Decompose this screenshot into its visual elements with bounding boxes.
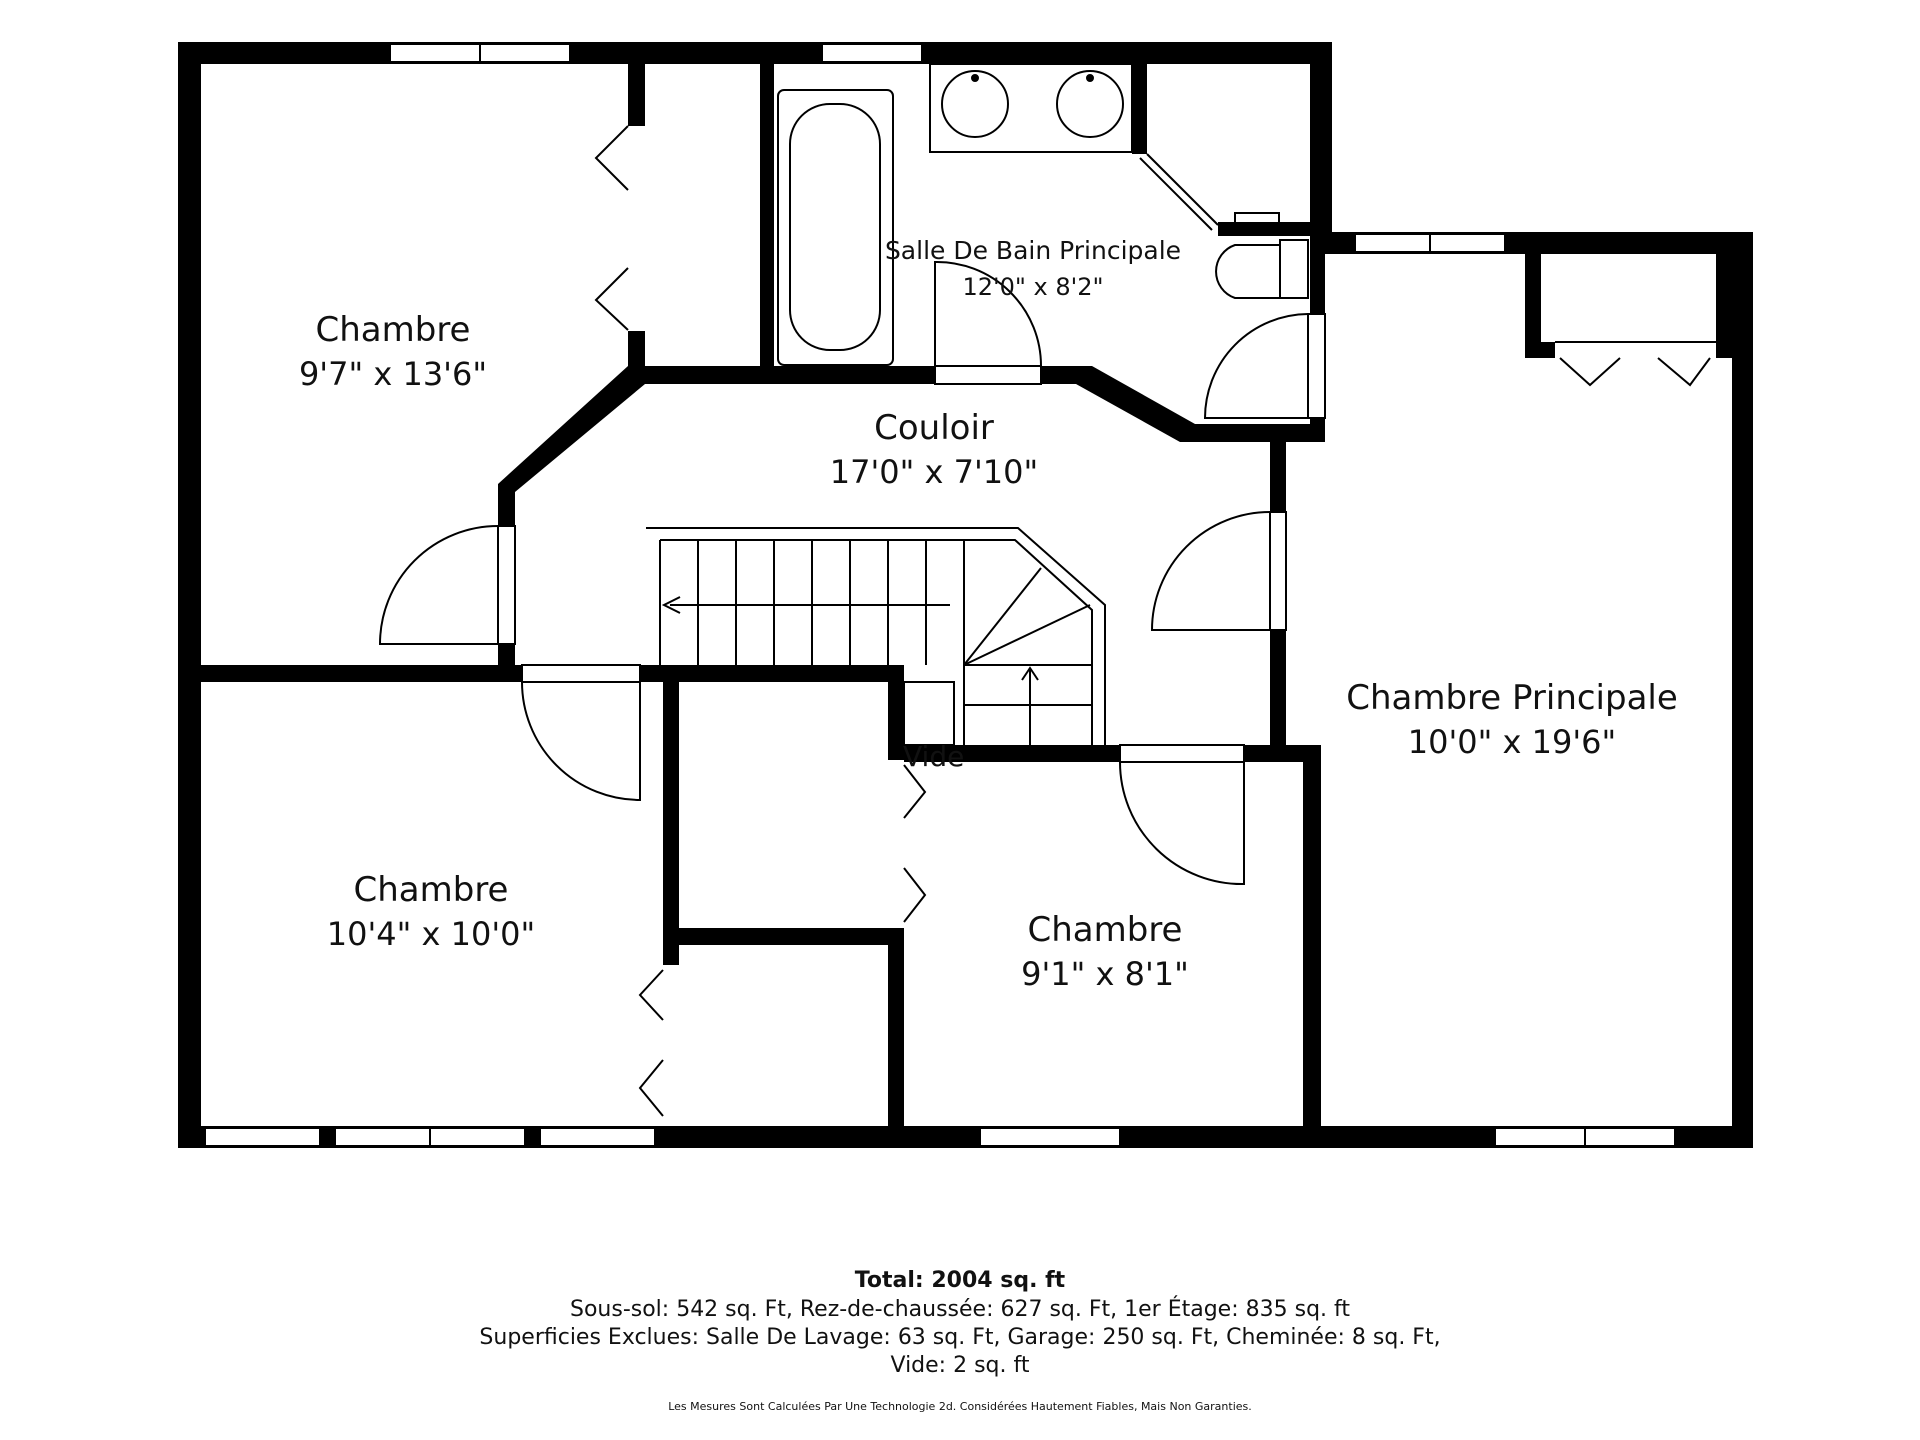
door-toilet (1307, 313, 1326, 419)
room-dims-salle-de-bain: 12'0" x 8'2" (962, 273, 1103, 301)
wall-master-closet-s (1525, 342, 1555, 358)
walls (178, 42, 1753, 1148)
bathtub-icon (777, 89, 894, 366)
footer-vide-area: Vide: 2 sq. ft (890, 1353, 1030, 1378)
wall-s-room-east (1303, 745, 1321, 1126)
sink-right-icon (1056, 70, 1124, 138)
door-bath (934, 365, 1042, 385)
room-dims-chambre-nw: 9'7" x 13'6" (299, 355, 487, 393)
room-dims-chambre-s: 9'1" x 8'1" (1021, 955, 1189, 993)
wall-closet-middle (663, 928, 903, 945)
vanity-icon (929, 63, 1133, 153)
stairs-outline-icon (646, 527, 1106, 745)
room-name-salle-de-bain: Salle De Bain Principale (885, 236, 1181, 265)
wall-bath-east (1310, 42, 1332, 254)
wall-corridor-ne-diagonal (1076, 366, 1195, 442)
wall-nw-room-south (178, 665, 518, 682)
window-sw-1 (204, 1127, 321, 1147)
door-nw-room (497, 525, 516, 645)
room-labels: Chambre 9'7" x 13'6" Salle De Bain Princ… (299, 236, 1678, 993)
window-sw-3 (539, 1127, 656, 1147)
footer-disclaimer: Les Mesures Sont Calculées Par Une Techn… (668, 1400, 1252, 1413)
wall-corridor-nw-diagonal (498, 366, 645, 680)
closet-door-middle (903, 764, 927, 819)
wall-east (1732, 232, 1753, 1148)
wall-master-sw (1270, 745, 1320, 762)
closet-door-master (1559, 357, 1621, 387)
doors (378, 125, 1716, 1126)
closet-door-sw (638, 969, 664, 1021)
wall-toilet-north (1218, 222, 1310, 236)
window-s-room (979, 1127, 1121, 1147)
fixtures (646, 63, 1309, 746)
vide-box (903, 681, 955, 746)
wall-north-left (178, 42, 1332, 64)
footer-excluded-areas: Superficies Exclues: Salle De Lavage: 63… (479, 1325, 1441, 1350)
window-bath (821, 43, 923, 63)
toilet-bowl-icon (1215, 244, 1280, 299)
room-name-chambre-nw: Chambre (316, 310, 471, 350)
wall-master-closet-e (1716, 254, 1732, 358)
door-s-room (1119, 744, 1245, 763)
wall-west (178, 42, 201, 1148)
room-dims-chambre-principale: 10'0" x 19'6" (1408, 723, 1616, 761)
wall-s-room-west-lower (888, 928, 904, 1126)
wall-s-room-west (888, 665, 904, 760)
footer-total: Total: 2004 sq. ft (854, 1268, 1066, 1293)
sink-left-icon (941, 70, 1009, 138)
room-name-chambre-sw: Chambre (354, 870, 509, 910)
room-dims-couloir: 17'0" x 7'10" (830, 453, 1038, 491)
windows (204, 43, 1676, 1147)
room-name-couloir: Couloir (874, 408, 994, 448)
wall-master-closet-w (1525, 254, 1541, 358)
footer-floor-areas: Sous-sol: 542 sq. Ft, Rez-de-chaussée: 6… (569, 1297, 1351, 1322)
vide-label: Vide (903, 740, 964, 773)
wall-tub-west (760, 64, 774, 374)
wall-sink-east (1132, 64, 1147, 154)
door-sw-room (521, 664, 641, 683)
room-name-chambre-principale: Chambre Principale (1346, 678, 1678, 718)
wall-corridor-ne (1180, 424, 1325, 442)
toilet-tank-icon (1279, 239, 1309, 299)
door-master (1269, 511, 1287, 631)
room-name-chambre-s: Chambre (1028, 910, 1183, 950)
closet-door-nw (594, 125, 629, 191)
room-dims-chambre-sw: 10'4" x 10'0" (327, 915, 535, 953)
